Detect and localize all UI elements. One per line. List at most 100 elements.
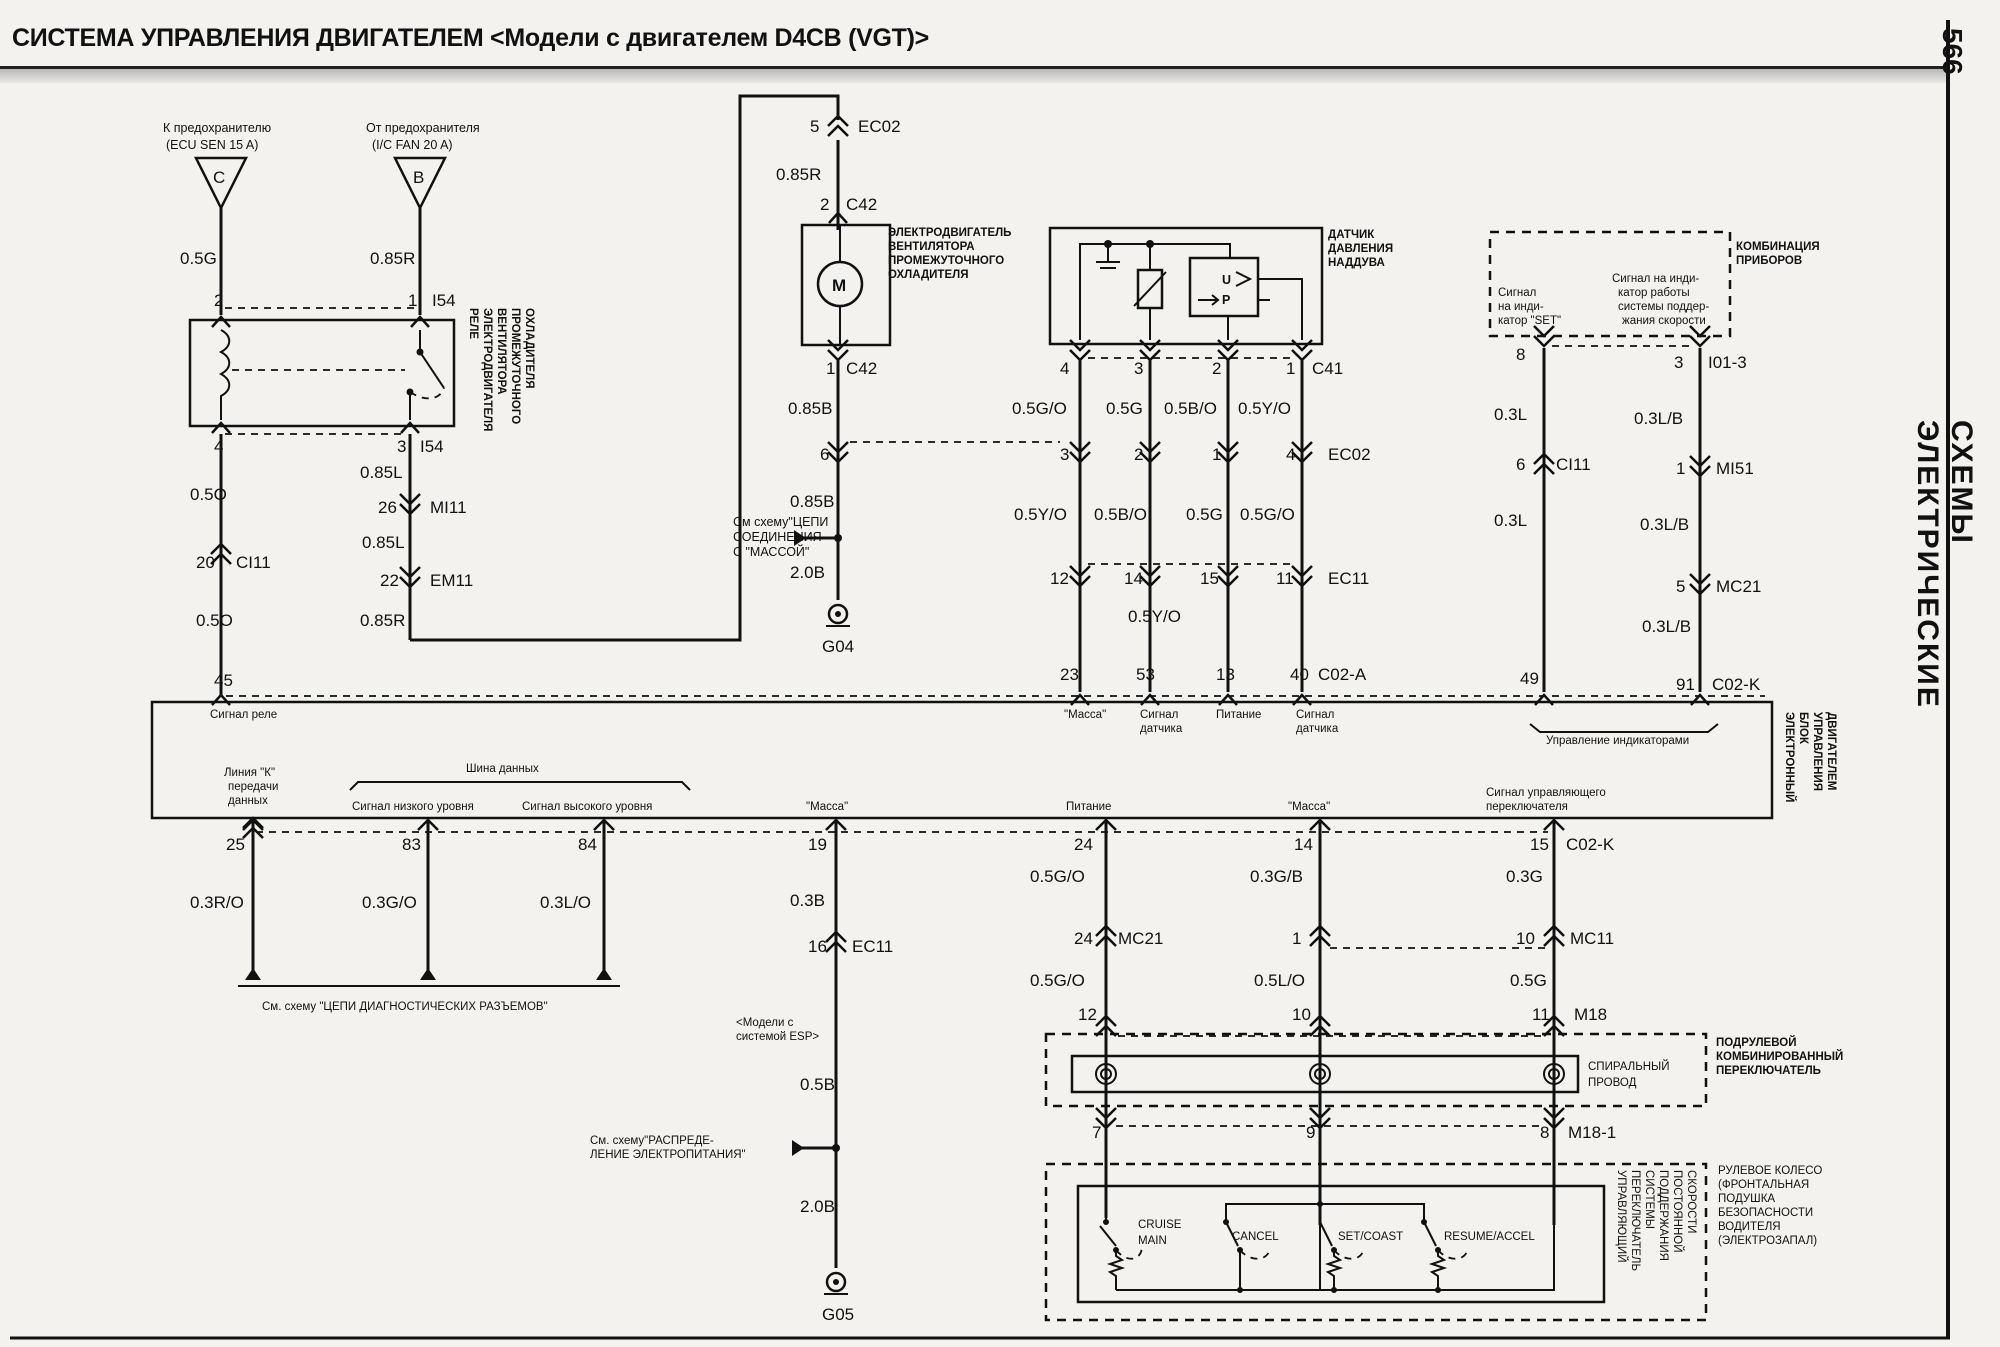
- pin-label: 20: [196, 553, 215, 572]
- relay-coil: [218, 329, 231, 420]
- svg-text:7: 7: [1092, 1123, 1101, 1142]
- svg-text:12: 12: [1050, 569, 1069, 588]
- cruise-switch-box: [1076, 1184, 1606, 1304]
- cluster-set-line: Сигнал: [1498, 287, 1536, 299]
- wire-label: 0.5G: [180, 249, 217, 268]
- connector-label: C02-A: [1318, 665, 1367, 684]
- terminal-mark: [210, 315, 232, 329]
- cluster-cruise-line: системы поддер-: [1618, 301, 1709, 313]
- svg-text:4: 4: [1286, 445, 1295, 464]
- ecu-switch-signal-label: переключателя: [1486, 801, 1568, 813]
- svg-text:2: 2: [1134, 445, 1143, 464]
- pin-label: 49: [1520, 669, 1539, 688]
- cruise-main-label: MAIN: [1138, 1235, 1167, 1247]
- relay-name-line: ПРОМЕЖУТОЧНОГО: [509, 308, 521, 424]
- svg-text:12: 12: [1078, 1005, 1097, 1024]
- ecu-mass-label: "Масса": [1064, 709, 1106, 721]
- pin-label: 1: [408, 291, 417, 310]
- resume-accel-label: RESUME/ACCEL: [1444, 1231, 1535, 1243]
- svg-text:10: 10: [1516, 929, 1535, 948]
- wire-label: 0.5L/O: [1254, 971, 1305, 990]
- relay-name-line: ЭЛЕКТРОДВИГАТЕЛЯ: [481, 308, 493, 431]
- cancel-label: CANCEL: [1232, 1231, 1279, 1243]
- multiswitch-name-line: КОМБИНИРОВАННЫЙ: [1716, 1050, 1843, 1063]
- wire-label: 0.5G/O: [1012, 399, 1067, 418]
- wire-label: 0.5Y/O: [1014, 505, 1067, 524]
- wire-label: 0.5B/O: [1164, 399, 1217, 418]
- svg-text:3: 3: [1060, 445, 1069, 464]
- wire-label: 0.3R/O: [190, 893, 244, 912]
- connector-label: M18-1: [1568, 1123, 1616, 1142]
- connector-label: C02-K: [1712, 675, 1761, 694]
- wire-label: 0.5B: [800, 1075, 835, 1094]
- wire-label: 0.3L/O: [540, 893, 591, 912]
- multiswitch-name-line: ПОДРУЛЕВОЙ: [1716, 1036, 1796, 1049]
- pin-label: 6: [1516, 455, 1525, 474]
- ecu-low-level-label: Сигнал низкого уровня: [352, 801, 474, 813]
- ground-ref-line: См схему"ЦЕПИ: [733, 515, 828, 529]
- spiral-name-line: СПИРАЛЬНЫЙ: [1588, 1060, 1670, 1073]
- wire-label: 0.3G/B: [1250, 867, 1303, 886]
- wire-label: 0.5G: [1186, 505, 1223, 524]
- wire-label: 0.3L: [1494, 405, 1527, 424]
- motor-name-line: ЭЛЕКТРОДВИГАТЕЛЬ: [888, 227, 1011, 239]
- wire-label: 0.85R: [360, 611, 405, 630]
- spiral-name-line: ПРОВОД: [1588, 1077, 1637, 1089]
- motor-name-line: ОХЛАДИТЕЛЯ: [888, 269, 968, 281]
- cluster-set-line: на инди-: [1498, 301, 1544, 313]
- wire-label: 0.85R: [776, 165, 821, 184]
- boost-sensor-box: [1048, 226, 1324, 346]
- cruise-switch-name: УПРАВЛЯЮЩИЙ ПЕРЕКЛЮЧАТЕЛЬ СИСТЕМЫ ПОДДЕР…: [1615, 1170, 1697, 1271]
- ecu-name-line: ЭЛЕКТРОННЫЙ: [1783, 712, 1796, 802]
- ecu-power-label: Питание: [1216, 709, 1261, 721]
- fuse-c-group: К предохранителю (ECU SEN 15 A) C: [163, 121, 271, 211]
- relay-name: РЕЛЕ ЭЛЕКТРОДВИГАТЕЛЯ ВЕНТИЛЯТОРА ПРОМЕЖ…: [467, 308, 535, 431]
- ecu-k-line-label: данных: [228, 795, 268, 807]
- steering-name-line: (ФРОНТАЛЬНАЯ: [1718, 1179, 1809, 1191]
- connector-label: EC11: [852, 937, 893, 956]
- connector-label: C02-K: [1566, 835, 1615, 854]
- connector-label: C42: [846, 195, 877, 214]
- connector-label: I54: [432, 291, 456, 310]
- connector-label: MC11: [1570, 929, 1614, 948]
- pin-label: 1: [1676, 459, 1685, 478]
- ground-label: G05: [822, 1305, 854, 1324]
- steering-wheel-box: [1044, 1162, 1708, 1322]
- cluster-cruise-line: катор работы: [1618, 287, 1690, 299]
- motor-name-line: ПРОМЕЖУТОЧНОГО: [888, 255, 1004, 267]
- relay-name-line: ОХЛАДИТЕЛЯ: [523, 308, 535, 388]
- cruise-name-line: ПОСТОЯННОЙ: [1671, 1170, 1684, 1252]
- relay-contact-arm: [419, 351, 445, 389]
- svg-text:15: 15: [1200, 569, 1219, 588]
- ecu-high-level-label: Сигнал высокого уровня: [522, 801, 652, 813]
- pin-label: 26: [378, 498, 397, 517]
- pin-label: 3: [397, 437, 406, 456]
- cluster-box: [1488, 230, 1732, 338]
- svg-text:40: 40: [1290, 665, 1309, 684]
- wire-label: 0.5B/O: [1094, 505, 1147, 524]
- cluster-name-line: ПРИБОРОВ: [1736, 255, 1802, 267]
- wire-label: 0.5G: [1510, 971, 1547, 990]
- ecu-mass-label-bottom: "Масса": [806, 801, 848, 813]
- svg-text:24: 24: [1074, 835, 1093, 854]
- wire-label: 0.85L: [360, 463, 403, 482]
- ecu-name: ЭЛЕКТРОННЫЙ БЛОК УПРАВЛЕНИЯ ДВИГАТЕЛЕМ: [1783, 712, 1837, 802]
- wire-label: 0.5G/O: [1240, 505, 1295, 524]
- fuse-c-triangle: [193, 156, 249, 211]
- cluster-set-line: катор "SET": [1498, 315, 1561, 327]
- pressure-cell-symbol: [1188, 256, 1260, 318]
- cluster-cruise-line: Сигнал на инди-: [1612, 273, 1699, 285]
- wire-label: 0.5G/O: [1030, 867, 1085, 886]
- cruise-name-line: УПРАВЛЯЮЩИЙ: [1615, 1170, 1628, 1262]
- ecu-sensor-signal-label: Сигнал: [1296, 709, 1334, 721]
- fuse-c-label-2: (ECU SEN 15 A): [166, 138, 258, 152]
- cruise-main-label: CRUISE: [1138, 1219, 1182, 1231]
- svg-text:11: 11: [1532, 1005, 1550, 1024]
- ground-ref-line: С "МАССОЙ": [733, 544, 809, 559]
- cluster-cruise-line: жания скорости: [1622, 315, 1706, 327]
- relay-name-line: ВЕНТИЛЯТОРА: [495, 308, 507, 395]
- svg-text:84: 84: [578, 835, 597, 854]
